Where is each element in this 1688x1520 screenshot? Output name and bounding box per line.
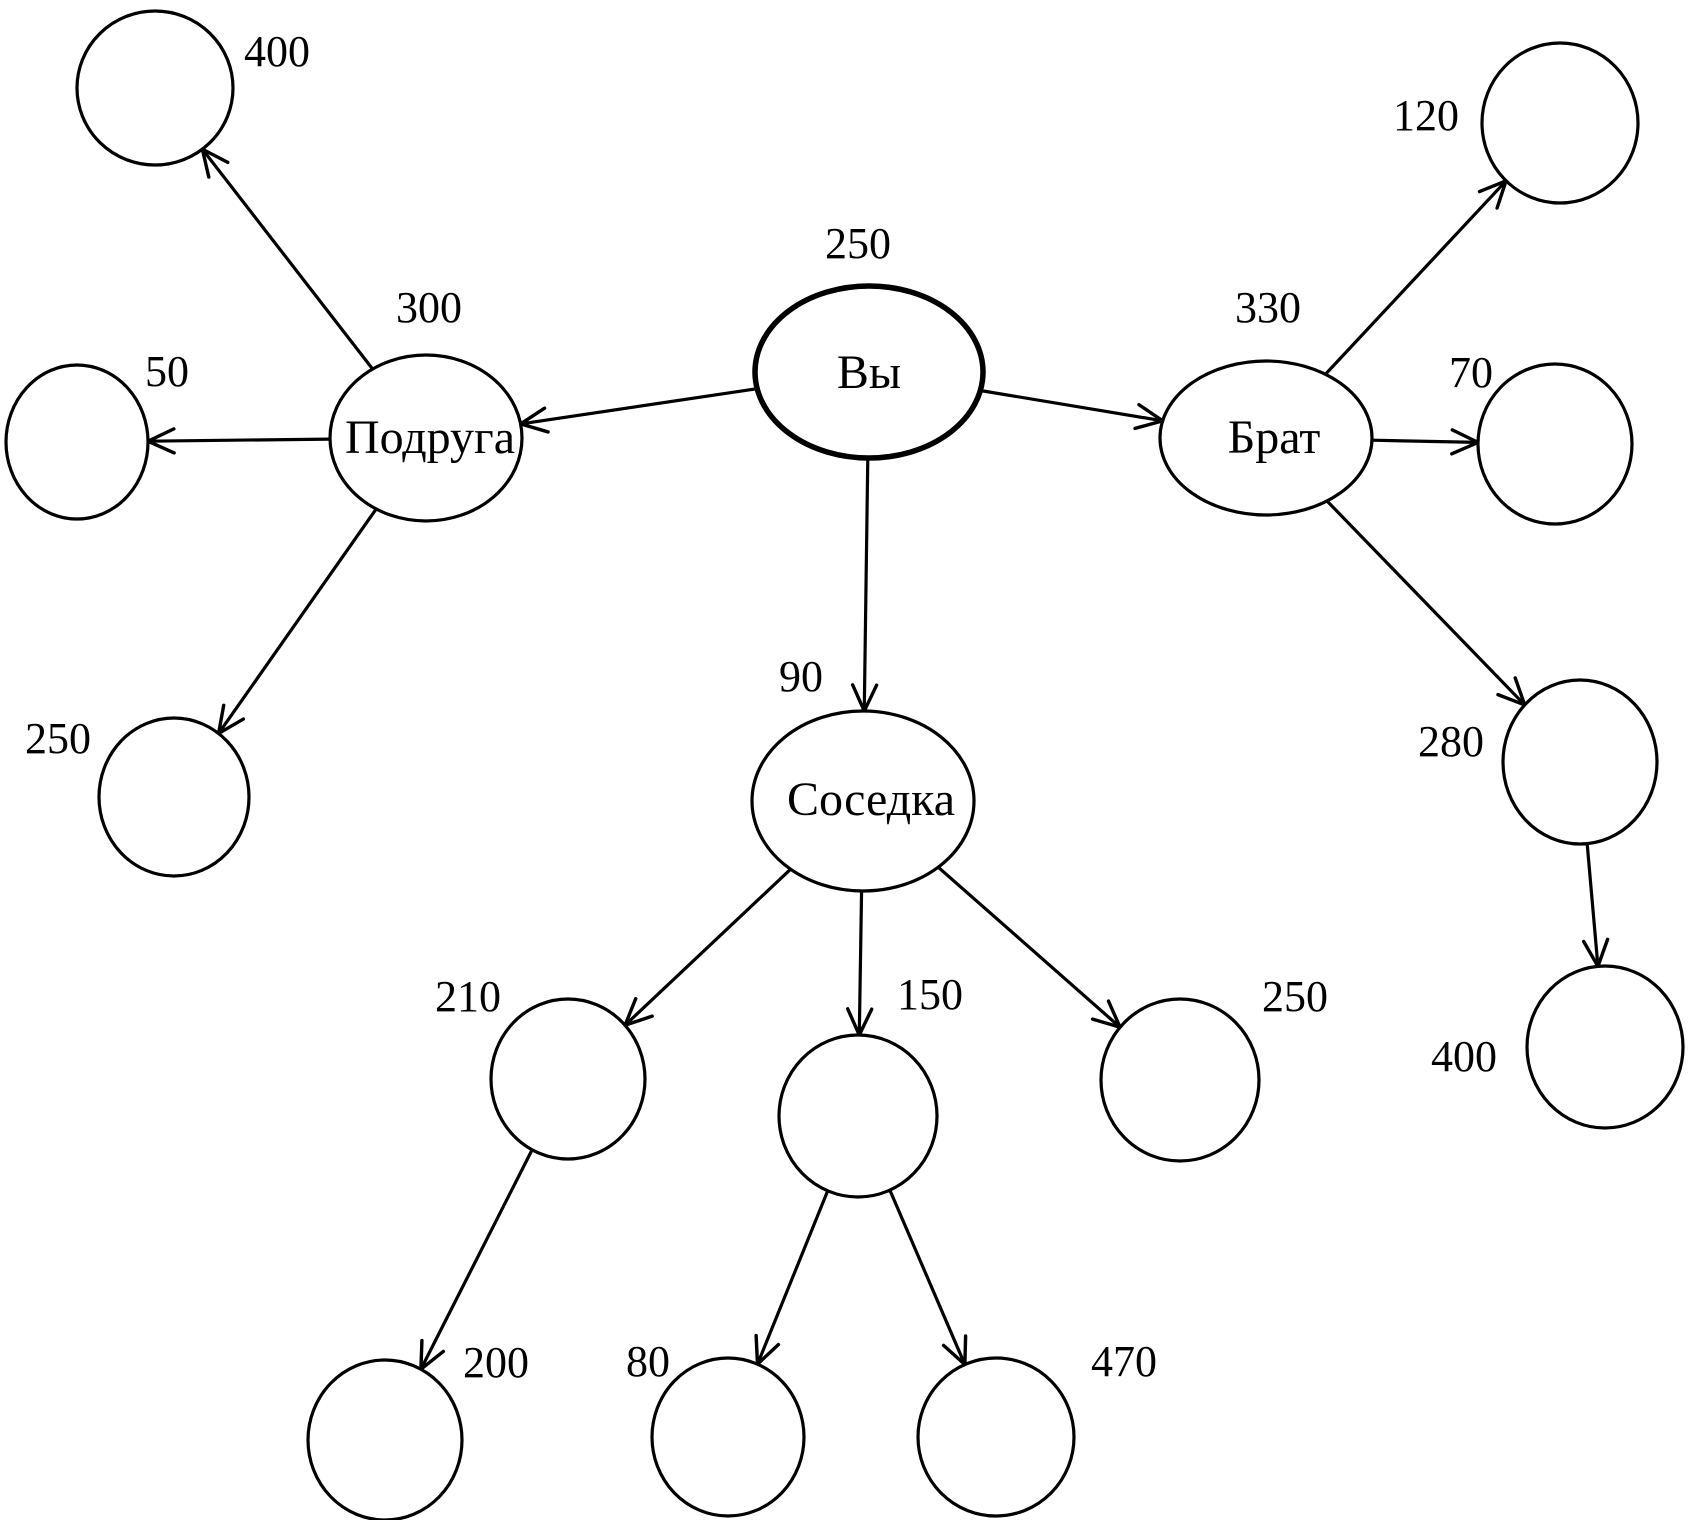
edge-line — [1325, 499, 1526, 707]
edge-line — [756, 1190, 830, 1365]
node-b3: 280 — [1418, 678, 1659, 846]
edge-line — [419, 1149, 534, 1370]
node-brother: Брат 330 — [1158, 283, 1374, 517]
edge-you-to-neighbor — [850, 457, 879, 716]
node-neighbor-value: 90 — [779, 652, 823, 701]
node-n5-value: 80 — [626, 1337, 670, 1386]
edge-brother-to-b3 — [1325, 499, 1528, 708]
edge-neighbor-to-n2 — [845, 890, 874, 1040]
edge-neighbor-to-n1 — [622, 868, 792, 1029]
node-f2-value: 50 — [145, 347, 189, 396]
node-neighbor: Соседка 90 — [750, 652, 976, 893]
edge-line — [1324, 179, 1508, 376]
edge-neighbor-to-n3 — [937, 865, 1124, 1030]
node-friend-value: 300 — [396, 283, 462, 332]
node-n1-value: 210 — [435, 972, 501, 1021]
node-b4-value: 400 — [1431, 1032, 1497, 1081]
edge-line — [937, 865, 1122, 1029]
node-n4: 200 — [306, 1338, 529, 1520]
edge-friend-to-f1 — [199, 145, 374, 371]
edge-line — [980, 388, 1163, 423]
node-b1-value: 120 — [1393, 91, 1459, 140]
edge-n1-to-n4 — [419, 1149, 534, 1373]
edge-line — [1585, 843, 1600, 967]
node-b2-value: 70 — [1449, 348, 1493, 397]
node-n3: 250 — [1099, 972, 1328, 1163]
node-n2: 150 — [777, 970, 963, 1199]
edge-brother-to-b2 — [1371, 428, 1483, 456]
node-b3-value: 280 — [1418, 717, 1484, 766]
edge-line — [623, 868, 792, 1027]
node-f3-value: 250 — [25, 714, 91, 763]
node-friend-name: Подруга — [345, 411, 515, 464]
edge-friend-to-f2 — [143, 427, 331, 455]
edge-line — [147, 437, 331, 443]
node-f2: 50 — [4, 347, 189, 521]
node-n6-value: 470 — [1091, 1337, 1157, 1386]
edge-line — [1371, 438, 1479, 445]
node-you: Вы 250 — [752, 219, 986, 461]
node-neighbor-name: Соседка — [787, 773, 955, 826]
node-f1: 400 — [75, 9, 310, 167]
node-n1: 210 — [435, 972, 647, 1161]
node-brother-value: 330 — [1235, 283, 1301, 332]
node-n3-value: 250 — [1262, 972, 1328, 1021]
edge-n2-to-n5 — [754, 1190, 830, 1368]
edge-line — [217, 508, 378, 735]
node-n5: 80 — [626, 1337, 806, 1518]
edge-line — [520, 387, 758, 426]
edge-friend-to-f3 — [216, 508, 378, 737]
node-b4: 400 — [1431, 964, 1685, 1130]
edge-you-to-brother — [980, 388, 1167, 431]
edge-line — [888, 1189, 967, 1366]
node-b1: 120 — [1393, 41, 1640, 205]
node-b2: 70 — [1449, 348, 1634, 526]
node-you-value: 250 — [825, 219, 891, 268]
node-f3: 250 — [25, 714, 251, 878]
node-you-name: Вы — [837, 346, 901, 399]
edge-line — [857, 890, 864, 1036]
node-friend: Подруга 300 — [328, 283, 524, 523]
nodes: Вы 250 Подруга 300 Брат 330 Соседка 90 4… — [4, 9, 1685, 1520]
node-n6: 470 — [916, 1337, 1157, 1518]
edge-n2-to-n6 — [888, 1189, 968, 1369]
edge-brother-to-b1 — [1324, 177, 1509, 376]
edge-you-to-friend — [516, 387, 758, 434]
edge-b3-to-b4 — [1581, 843, 1610, 971]
node-f1-value: 400 — [244, 27, 310, 76]
edges — [143, 145, 1610, 1373]
edge-line — [201, 148, 374, 371]
node-brother-name: Брат — [1228, 411, 1321, 464]
edge-line — [862, 457, 870, 712]
node-n2-value: 150 — [897, 970, 963, 1019]
node-n4-value: 200 — [463, 1338, 529, 1387]
